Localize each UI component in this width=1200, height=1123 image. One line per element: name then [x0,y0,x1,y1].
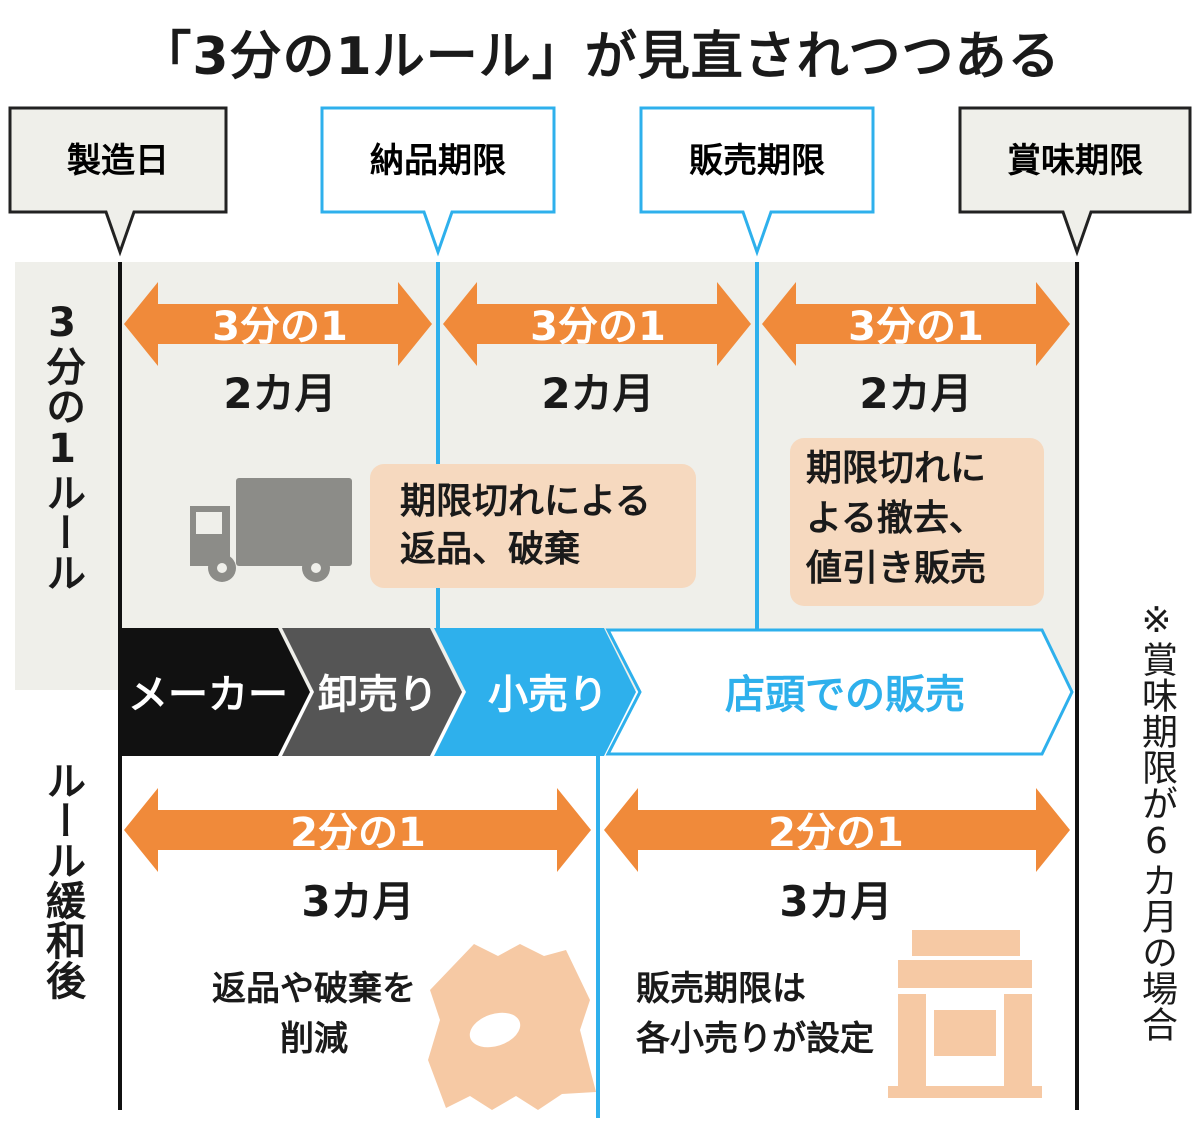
sales-note-box: 期限切れに よる撤去、 値引き販売 [790,438,1044,606]
footnote: ※賞味期限が6カ月の場合 [1136,600,1177,1042]
new-left-note: 返品や破棄を 削減 [212,969,416,1059]
flow-wholesale [282,628,462,756]
flow-bar: メーカー 卸売り 小売り 店頭での販売 [120,628,1074,756]
new-fraction-2: 2分の1 [768,810,904,856]
flow-maker-label: メーカー [128,672,288,718]
best-before-marker: 賞味期限 [958,106,1192,257]
store-icon [888,930,1042,1098]
page-title: 「3分の1ルール」が見直されつつある [139,27,1061,87]
delivery-deadline-label: 納品期限 [370,141,506,181]
old-fraction-1: 3分の1 [212,304,348,350]
new-arrow-2: 2分の1 3カ月 [604,788,1070,926]
new-duration-2: 3カ月 [779,877,892,926]
sales-deadline-label: 販売期限 [689,141,825,181]
old-rule-label: 3分の1ルール [39,300,85,592]
new-fraction-1: 2分の1 [290,810,426,856]
flow-retail-label: 小売り [488,672,608,718]
old-arrow-3: 3分の1 2カ月 [762,282,1070,418]
sales-note-text: 期限切れに よる撤去、 値引き販売 [806,448,987,589]
old-fraction-3: 3分の1 [848,304,984,350]
new-rule-label: ルール緩和後 [39,760,85,1000]
old-duration-2: 2カ月 [541,369,654,418]
sales-deadline-marker: 販売期限 [639,106,875,257]
flow-wholesale-label: 卸売り [318,672,438,718]
delivery-note-box: 期限切れによる 返品、破棄 [370,464,696,588]
old-duration-1: 2カ月 [223,369,336,418]
flow-maker [120,628,310,756]
manufacture-label: 製造日 [67,141,169,181]
old-arrow-2: 3分の1 2カ月 [443,282,751,418]
snack-bag-icon [428,944,596,1110]
manufacture-marker: 製造日 [8,106,228,257]
delivery-note-text: 期限切れによる 返品、破棄 [400,481,651,570]
old-arrow-1: 3分の1 2カ月 [124,282,432,418]
flow-retail [434,628,636,756]
truck-icon [190,478,352,582]
flow-store-sales-label: 店頭での販売 [725,672,965,718]
best-before-label: 賞味期限 [1007,141,1143,181]
delivery-deadline-marker: 納品期限 [320,106,556,257]
old-fraction-2: 3分の1 [530,304,666,350]
new-arrow-1: 2分の1 3カ月 [124,788,591,926]
old-duration-3: 2カ月 [859,369,972,418]
new-right-note: 販売期限は 各小売りが設定 [636,969,874,1059]
new-duration-1: 3カ月 [301,877,414,926]
flow-store-sales [605,628,1074,756]
